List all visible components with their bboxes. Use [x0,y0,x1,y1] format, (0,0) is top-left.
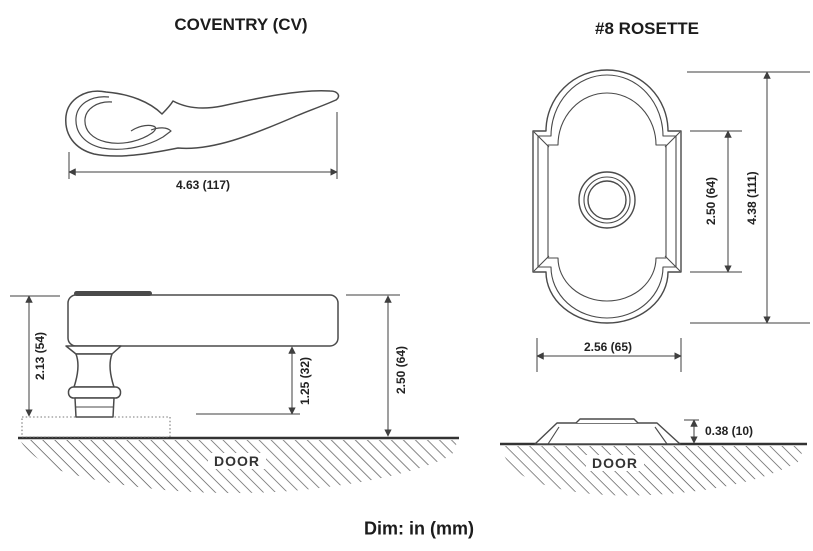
rosette-thickness-dim-label: 0.38 (10) [702,424,756,438]
rosette-profile-bevel-left [547,426,560,445]
rosette-position-dotted-outline [21,416,171,438]
rosette-inner-height-dim-label: 2.50 (64) [704,174,718,228]
door-label-right: DOOR [586,455,644,471]
rosette-hub-outer-circle [578,171,636,229]
door-label-left: DOOR [208,453,266,469]
rosette-profile [534,422,681,445]
units-caption: Dim: in (mm) [364,518,474,539]
lever-bar [67,294,339,347]
lever-outline [65,89,340,157]
rosette-profile-top-pad [575,418,639,424]
rosette-width-dim-label: 2.56 (65) [581,340,635,354]
rosette-bevel-top-right [664,131,681,148]
rosette-front-view [532,69,682,324]
stem-collar [67,386,122,399]
rosette-side-view [534,418,681,445]
rosette-hub-mid-circle [583,176,631,224]
rosette-outer-outline [532,69,682,324]
right-view-title: #8 ROSETTE [595,19,699,38]
rosette-bevel-top-left [533,131,550,148]
left-view-title: COVENTRY (CV) [174,15,308,34]
lever-side-dimensions [10,294,400,437]
rosette-front-dimensions [536,71,810,372]
lever-length-dimension [68,112,338,179]
rosette-side-door-section [500,442,807,496]
stem-flare [65,345,122,355]
rosette-inner-outline [537,74,677,319]
rosette-spindle-hole [587,180,627,220]
rosette-profile-bevel-right [654,426,668,445]
rosette-side-dimensions [684,419,699,444]
door-hatching-right [502,446,805,496]
lever-height-above-rosette-dim-label: 2.13 (54) [33,329,47,383]
rosette-overall-height-dim-label: 4.38 (111) [745,169,759,227]
lever-top-view [65,89,340,157]
stem-neck [73,353,115,388]
rosette-bevel-bottom-right [664,255,681,272]
lever-grip-strip [74,291,152,296]
lever-scroll-inner-2 [84,101,157,144]
lever-height-above-door-dim-label: 2.50 (64) [394,343,408,397]
rosette-bevel-bottom-left [533,255,550,272]
rosette-panel-outline [547,92,667,302]
lever-scroll-inner-1 [75,96,172,150]
lever-side-view [65,291,339,418]
lever-clearance-dim-label: 1.25 (32) [298,354,312,408]
lever-length-dim-label: 4.63 (117) [173,178,233,192]
